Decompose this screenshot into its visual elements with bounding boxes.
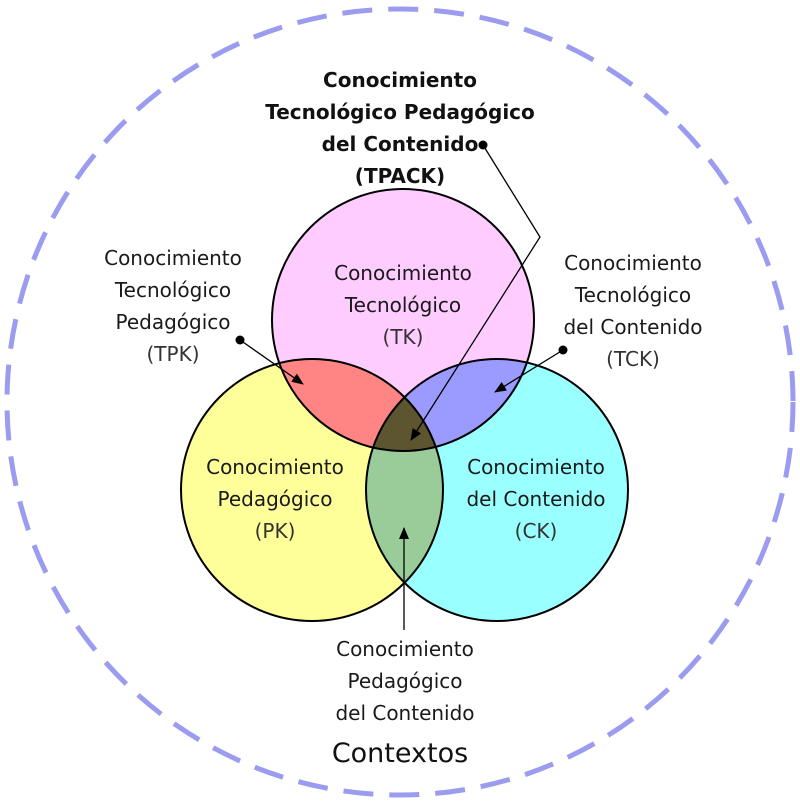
tk-label-line2: Tecnológico (344, 293, 462, 317)
contexts-label: Contextos (331, 738, 469, 769)
pk-label-line2: Pedagógico (217, 487, 333, 511)
pk-label: Conocimiento Pedagógico (PK) (175, 451, 375, 547)
tpack-leader-line (410, 144, 541, 441)
contexts-ring (4, 6, 796, 798)
tk-label-abbr: (TK) (382, 325, 424, 349)
tpk-label-abbr: (TPK) (146, 342, 200, 366)
tpk-label: Conocimiento Tecnológico Pedagógico (TPK… (78, 242, 268, 370)
ck-label: Conocimiento del Contenido (CK) (436, 451, 636, 547)
tpk-label-line3: Pedagógico (115, 310, 231, 334)
tck-label-line1: Conocimiento (564, 251, 702, 275)
tk-label-line1: Conocimiento (334, 261, 472, 285)
pck-label-line2: Pedagógico (347, 669, 463, 693)
pk-label-abbr: (PK) (254, 519, 296, 543)
tk-outline (271, 188, 535, 452)
tpk-region (272, 359, 443, 451)
tpk-label-line2: Tecnológico (114, 278, 232, 302)
ck-label-line1: Conocimiento (467, 455, 605, 479)
pk-label-line1: Conocimiento (206, 455, 344, 479)
tpack-label-line3: del Contenido (321, 132, 479, 156)
tpack-label-abbr: (TPACK) (354, 164, 446, 188)
tck-region (366, 359, 534, 451)
tpk-label-line1: Conocimiento (104, 246, 242, 270)
pck-label: Conocimiento Pedagógico del Contenido (305, 633, 505, 729)
tck-label: Conocimiento Tecnológico del Contenido (… (533, 247, 733, 375)
tpack-label-line1: Conocimiento (323, 68, 477, 92)
pck-label-line1: Conocimiento (336, 637, 474, 661)
pck-label-line3: del Contenido (335, 701, 475, 725)
tck-label-line2: Tecnológico (574, 283, 692, 307)
ck-label-abbr: (CK) (514, 519, 558, 543)
ck-outline (365, 358, 629, 622)
tck-label-abbr: (TCK) (606, 347, 660, 371)
ck-label-line2: del Contenido (466, 487, 606, 511)
tpack-label: Conocimiento Tecnológico Pedagógico del … (240, 64, 560, 192)
tk-label: Conocimiento Tecnológico (TK) (303, 257, 503, 353)
tpack-label-line2: Tecnológico Pedagógico (265, 100, 535, 124)
tpk-leader-line (239, 339, 304, 385)
pk-outline (180, 358, 444, 622)
tck-label-line3: del Contenido (563, 315, 703, 339)
tck-leader-line (494, 349, 564, 393)
